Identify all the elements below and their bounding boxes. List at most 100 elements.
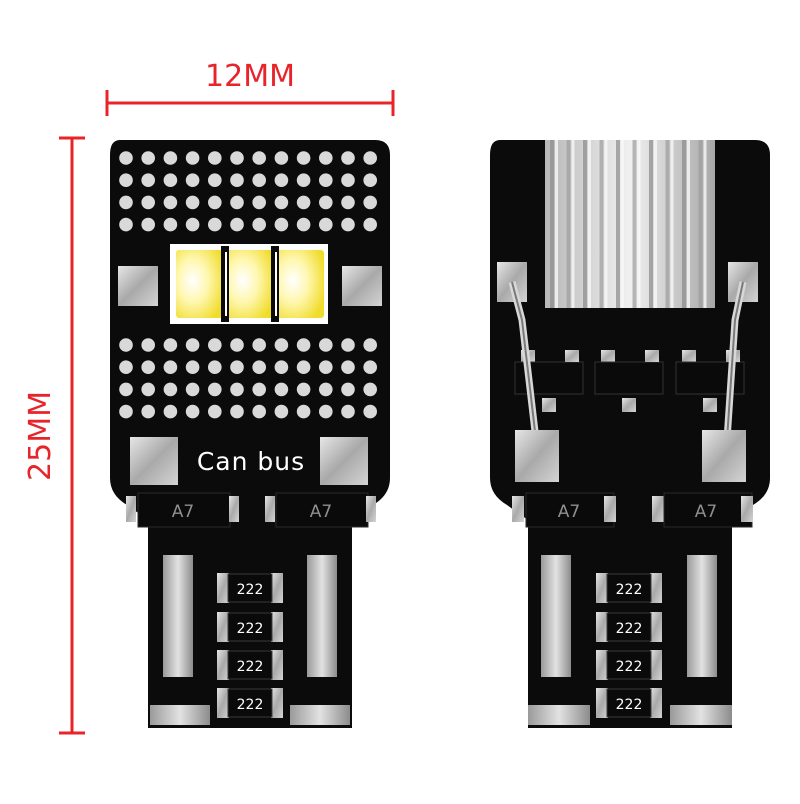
- diode-component: A7: [126, 492, 239, 528]
- solder-dot: [163, 382, 178, 397]
- solder-dot: [363, 195, 378, 210]
- solder-dot: [119, 360, 133, 375]
- solder-dot: [341, 360, 355, 375]
- solder-dot: [185, 195, 200, 210]
- contact-strip: [290, 705, 350, 725]
- transistor: [594, 361, 664, 395]
- solder-dot: [341, 338, 355, 352]
- height-label: 25MM: [23, 391, 58, 481]
- solder-dot: [163, 151, 178, 165]
- solder-dot: [208, 173, 222, 187]
- solder-dot: [341, 404, 355, 419]
- solder-dot: [319, 382, 333, 397]
- contact-strip: [670, 705, 732, 725]
- solder-dot: [141, 195, 155, 210]
- solder-pad: [130, 437, 178, 485]
- solder-dot: [208, 360, 222, 375]
- solder-dot: [363, 173, 378, 187]
- resistor-marking: 222: [616, 659, 643, 675]
- solder-dot: [274, 217, 289, 232]
- resistor-marking: 222: [237, 659, 264, 675]
- solder-dot: [163, 173, 178, 187]
- solder-dot: [230, 151, 244, 165]
- solder-dot: [163, 404, 178, 419]
- solder-dot: [230, 217, 244, 232]
- solder-dot: [185, 360, 200, 375]
- led-chip: [176, 250, 224, 318]
- solder-dot: [119, 338, 133, 352]
- solder-dot: [230, 404, 244, 419]
- solder-dot: [252, 173, 266, 187]
- solder-dot: [163, 195, 178, 210]
- diode-component: A7: [652, 492, 753, 528]
- contact-strip: [150, 705, 210, 725]
- solder-dot: [230, 195, 244, 210]
- solder-dot: [119, 217, 133, 232]
- canbus-label: Can bus: [197, 447, 305, 476]
- solder-dot-grid: [119, 151, 378, 419]
- solder-dot: [341, 173, 355, 187]
- solder-dot: [141, 360, 155, 375]
- solder-dot: [252, 382, 266, 397]
- solder-dot: [119, 404, 133, 419]
- resistor: 222: [217, 573, 283, 603]
- resistor: 222: [596, 688, 662, 718]
- resistor: 222: [596, 573, 662, 603]
- solder-dot: [363, 382, 378, 397]
- contact-strip: [541, 555, 571, 677]
- led-array: [170, 244, 328, 324]
- solder-dot: [319, 151, 333, 165]
- solder-dot: [341, 151, 355, 165]
- solder-dot: [296, 217, 311, 232]
- resistor: 222: [217, 650, 283, 680]
- solder-pad: [320, 437, 368, 485]
- solder-dot: [274, 382, 289, 397]
- diode-component: A7: [512, 492, 616, 528]
- solder-dot: [185, 338, 200, 352]
- solder-dot: [296, 151, 311, 165]
- solder-dot: [163, 360, 178, 375]
- solder-dot: [319, 338, 333, 352]
- contact-strip: [163, 555, 193, 677]
- solder-dot: [319, 404, 333, 419]
- solder-dot: [296, 173, 311, 187]
- solder-dot: [119, 173, 133, 187]
- solder-dot: [208, 382, 222, 397]
- led-chip: [226, 250, 274, 318]
- solder-dot: [319, 173, 333, 187]
- solder-dot: [363, 151, 378, 165]
- solder-dot: [341, 195, 355, 210]
- solder-dot: [230, 338, 244, 352]
- resistor-marking: 222: [616, 582, 643, 598]
- width-label: 12MM: [205, 59, 295, 94]
- solder-dot: [141, 404, 155, 419]
- solder-dot: [296, 404, 311, 419]
- contact-strip: [687, 555, 717, 677]
- back-board: A7 A7 222 222 222 222: [490, 140, 770, 728]
- solder-dot: [230, 382, 244, 397]
- solder-dot: [363, 338, 378, 352]
- solder-dot: [163, 217, 178, 232]
- width-dimension: 12MM: [105, 59, 395, 116]
- solder-dot: [119, 195, 133, 210]
- solder-dot: [141, 382, 155, 397]
- solder-dot: [252, 338, 266, 352]
- solder-dot: [319, 360, 333, 375]
- solder-dot: [119, 382, 133, 397]
- solder-dot: [230, 360, 244, 375]
- diode-marking: A7: [310, 502, 332, 522]
- solder-dot: [208, 404, 222, 419]
- resistor-marking: 222: [616, 621, 643, 637]
- solder-dot: [208, 338, 222, 352]
- solder-dot: [141, 217, 155, 232]
- solder-dot: [119, 151, 133, 165]
- solder-dot: [141, 173, 155, 187]
- resistor-stack: 222 222 222 222: [596, 573, 662, 718]
- solder-dot: [185, 404, 200, 419]
- solder-pad: [342, 266, 382, 306]
- diode-component: A7: [265, 492, 376, 528]
- heatsink: [545, 140, 715, 308]
- solder-dot: [274, 404, 289, 419]
- solder-dot: [319, 195, 333, 210]
- resistor: 222: [596, 650, 662, 680]
